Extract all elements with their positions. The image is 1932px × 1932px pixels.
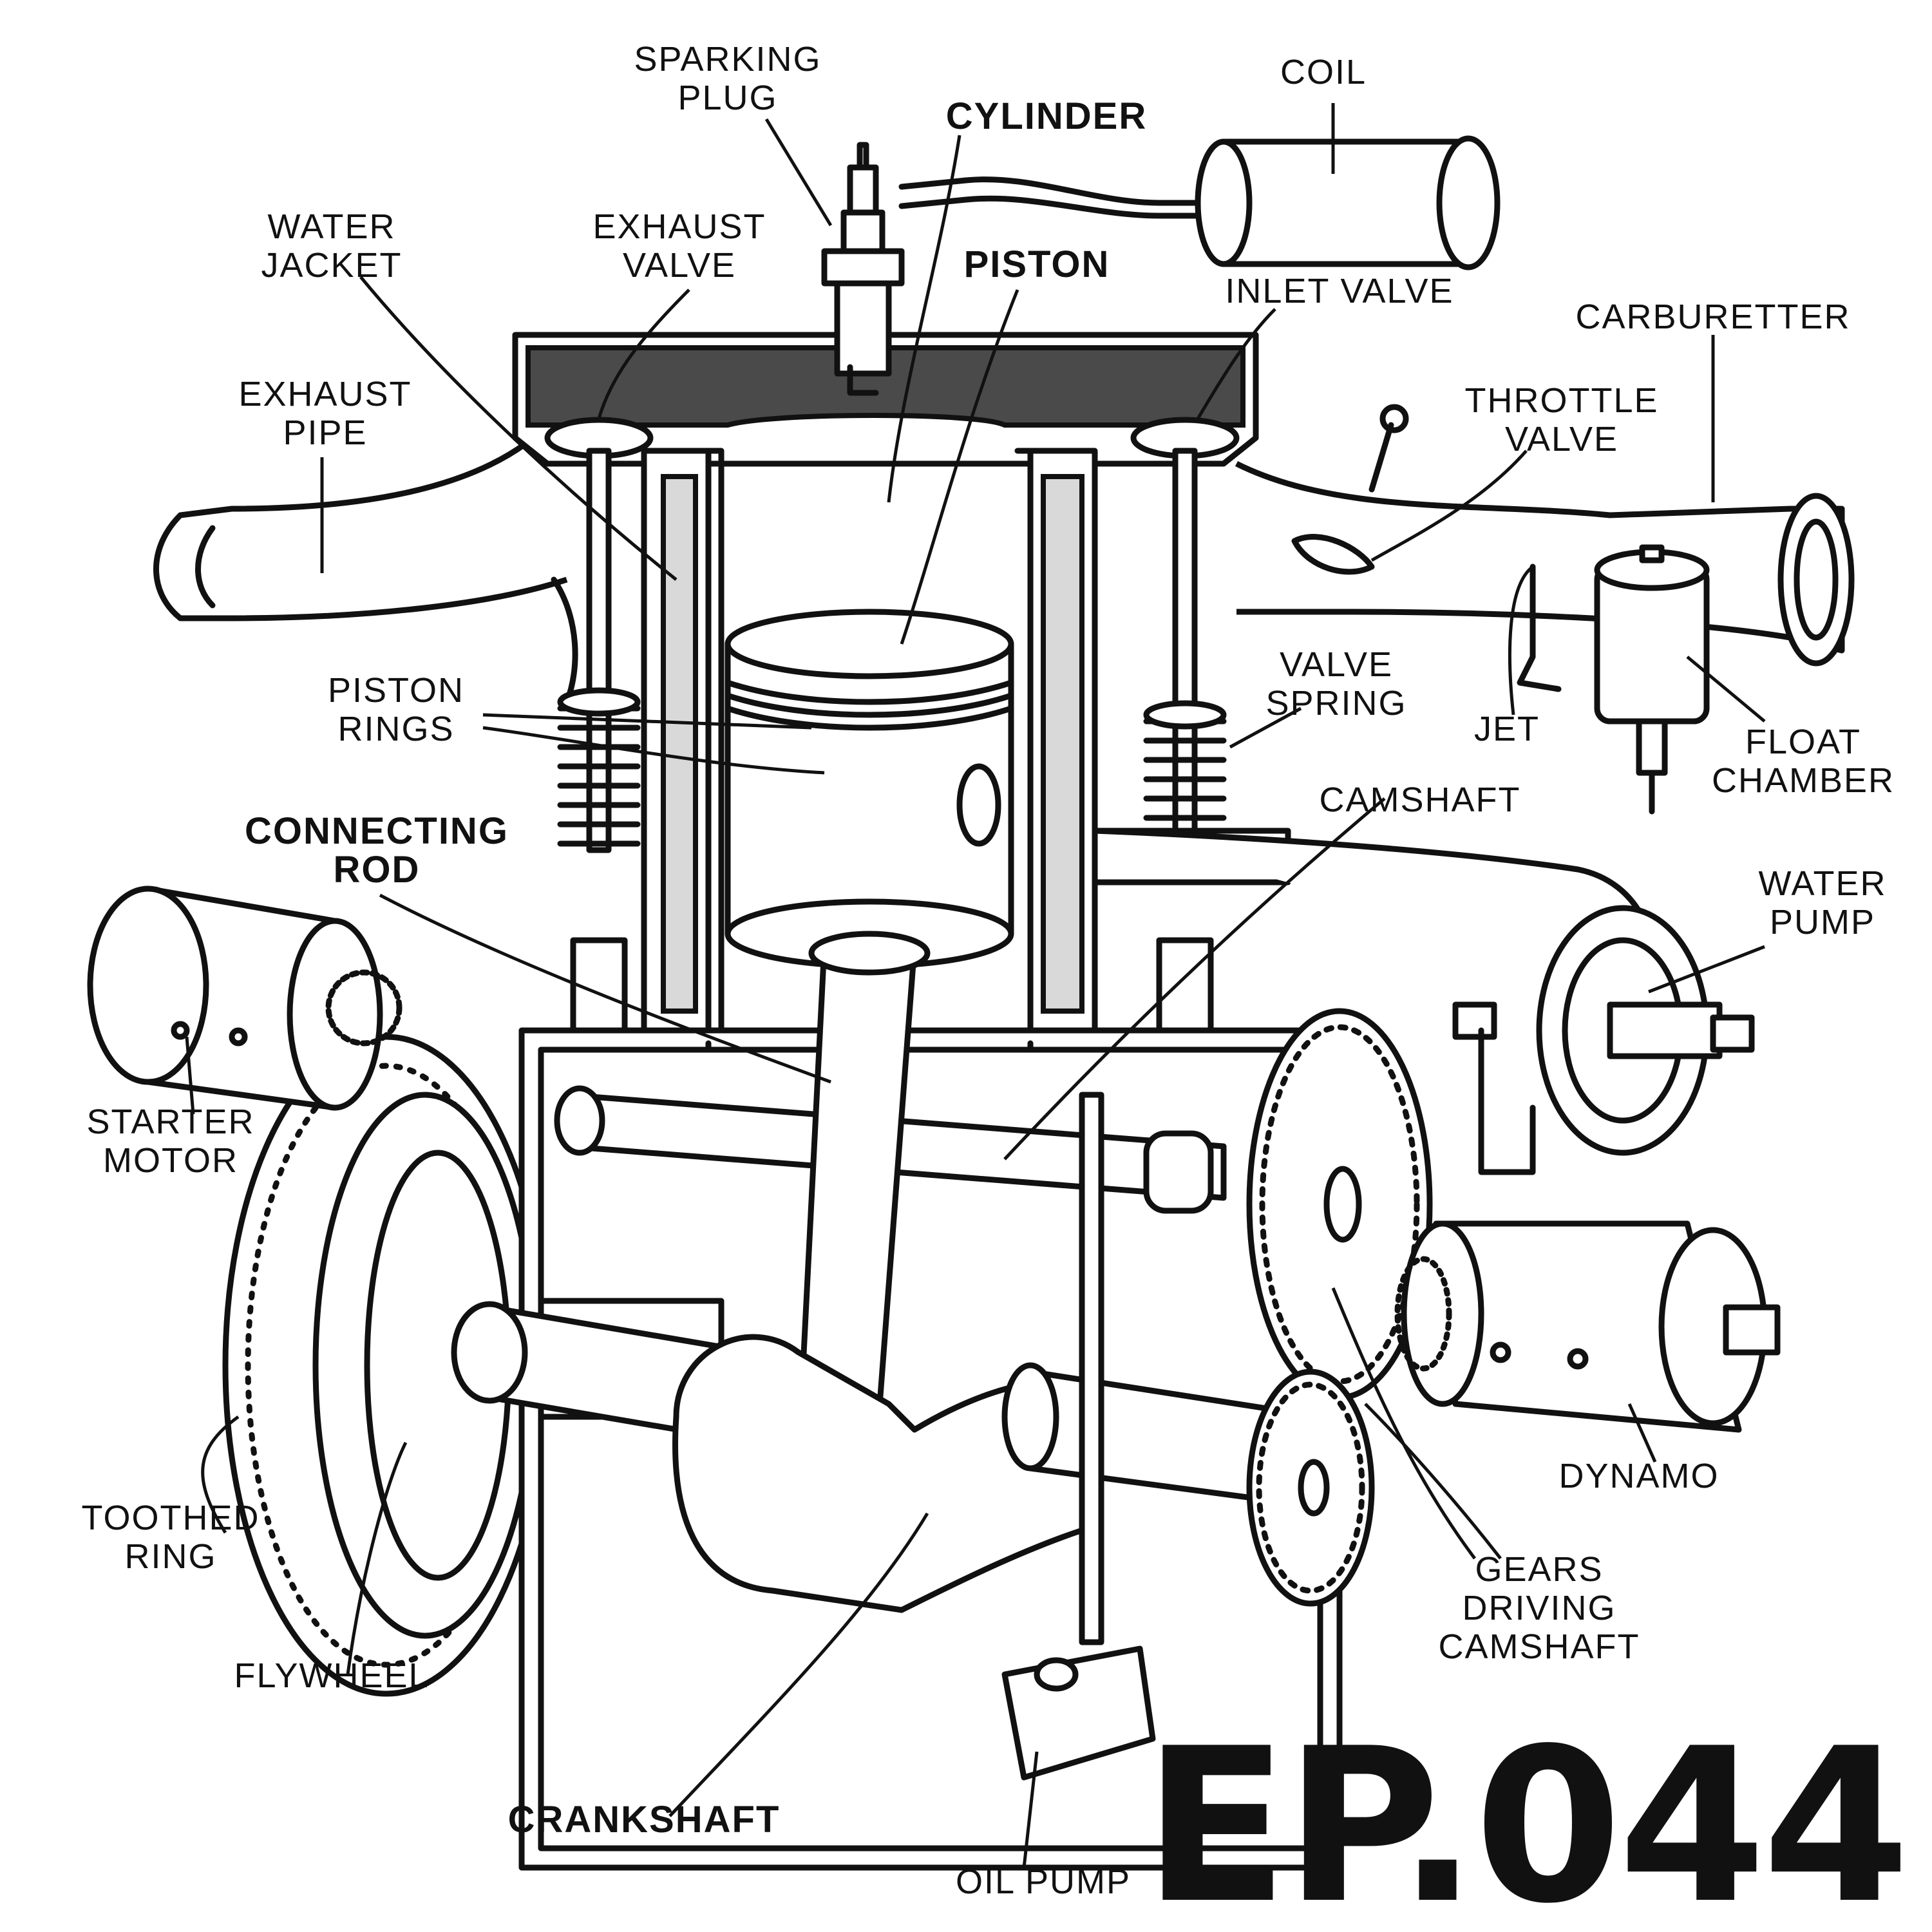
label-gears-driving-camshaft-line3: CAMSHAFT xyxy=(1439,1627,1640,1666)
label-throttle-valve-line2: VALVE xyxy=(1505,420,1618,459)
label-inlet-valve: INLET VALVE xyxy=(1225,272,1454,310)
label-jet: JET xyxy=(1474,710,1540,748)
engine-illustration xyxy=(87,135,1855,1871)
gears-drawing xyxy=(1246,1008,1433,1607)
label-water-jacket-line1: WATER xyxy=(268,207,396,246)
label-connecting-rod-line1: CONNECTING xyxy=(245,810,509,852)
label-coil: COIL xyxy=(1280,53,1367,91)
coil-drawing xyxy=(898,135,1501,270)
label-gears-driving-camshaft-line2: DRIVING xyxy=(1462,1589,1616,1627)
label-float-chamber-line1: FLOAT xyxy=(1745,723,1861,761)
inlet-valve-drawing xyxy=(1130,417,1240,1072)
label-water-pump-line1: WATER xyxy=(1759,864,1887,903)
label-piston: PISTON xyxy=(964,243,1110,285)
label-toothed-ring-line2: RING xyxy=(125,1537,217,1576)
label-exhaust-pipe-line2: PIPE xyxy=(283,413,367,452)
piston-drawing xyxy=(724,609,1014,969)
sparking-plug-drawing xyxy=(821,142,905,396)
label-exhaust-pipe-line1: EXHAUST xyxy=(238,375,412,413)
leader-lines xyxy=(185,103,1766,1868)
label-oil-pump: OIL PUMP xyxy=(956,1862,1131,1901)
exhaust-valve-drawing xyxy=(544,417,654,1046)
label-sparking-plug-line1: SPARKING xyxy=(634,40,821,79)
exhaust-pipe-drawing xyxy=(153,416,578,705)
label-float-chamber-line2: CHAMBER xyxy=(1712,761,1895,800)
label-water-jacket-line2: JACKET xyxy=(261,246,402,285)
cylinder-drawing xyxy=(641,448,1098,1046)
label-sparking-plug-line2: PLUG xyxy=(677,79,777,117)
label-camshaft: CAMSHAFT xyxy=(1320,781,1521,819)
label-crankshaft: CRANKSHAFT xyxy=(508,1799,781,1841)
label-carburetter: CARBURETTER xyxy=(1575,298,1850,336)
label-exhaust-valve-line2: VALVE xyxy=(623,246,736,285)
label-starter-motor-line1: STARTER xyxy=(86,1103,254,1141)
label-valve-spring-line1: VALVE xyxy=(1280,645,1393,684)
label-dynamo: DYNAMO xyxy=(1558,1457,1719,1495)
label-piston-rings-line1: PISTON xyxy=(328,671,464,710)
water-pump-drawing xyxy=(1094,828,1755,1175)
label-throttle-valve-line1: THROTTLE xyxy=(1464,381,1658,420)
label-exhaust-valve-line1: EXHAUST xyxy=(592,207,766,246)
cylinder-head-drawing xyxy=(512,142,1259,467)
label-flywheel: FLYWHEEL xyxy=(234,1656,429,1695)
label-gears-driving-camshaft-line1: GEARS xyxy=(1475,1550,1603,1589)
carburetter-drawing xyxy=(1235,404,1855,815)
label-connecting-rod-line2: ROD xyxy=(334,849,421,891)
flywheel-drawing xyxy=(222,1034,551,1697)
label-water-pump-line2: PUMP xyxy=(1770,903,1875,942)
episode-number: EP.044 xyxy=(1143,1703,1906,1932)
oil-pump-drawing xyxy=(1001,1092,1156,1781)
starter-motor-drawing xyxy=(87,886,402,1111)
label-toothed-ring-line1: TOOTHED xyxy=(81,1499,260,1537)
dynamo-drawing xyxy=(1394,1220,1781,1433)
label-piston-rings-line2: RINGS xyxy=(337,710,454,748)
label-valve-spring-line2: SPRING xyxy=(1265,684,1406,723)
label-cylinder: CYLINDER xyxy=(946,95,1147,137)
label-starter-motor-line2: MOTOR xyxy=(103,1141,238,1180)
labels: SPARKING PLUG CYLINDER COIL WATER JACKET… xyxy=(81,40,1895,1901)
